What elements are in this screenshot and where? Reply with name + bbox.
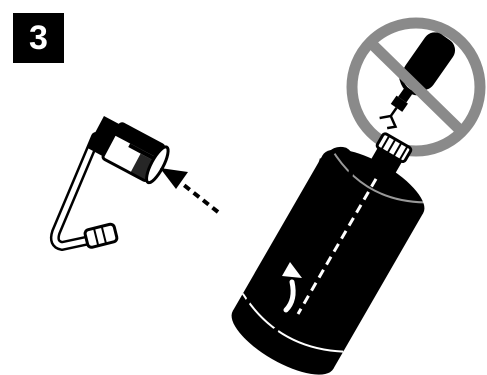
gas-cylinder	[231, 132, 425, 375]
hose-end-fitting	[83, 222, 119, 249]
inverted-cylinder-icon	[379, 32, 456, 130]
step-number: 3	[29, 19, 48, 57]
regulator-body	[87, 116, 170, 185]
regulator-assembly	[49, 116, 170, 251]
step-number-badge: 3	[13, 13, 64, 63]
connect-direction-arrow-icon	[160, 168, 220, 214]
rotate-arrow-icon	[237, 146, 355, 342]
prohibition-slash	[366, 38, 466, 136]
prohibited-upside-down-cylinder-icon	[346, 17, 486, 157]
